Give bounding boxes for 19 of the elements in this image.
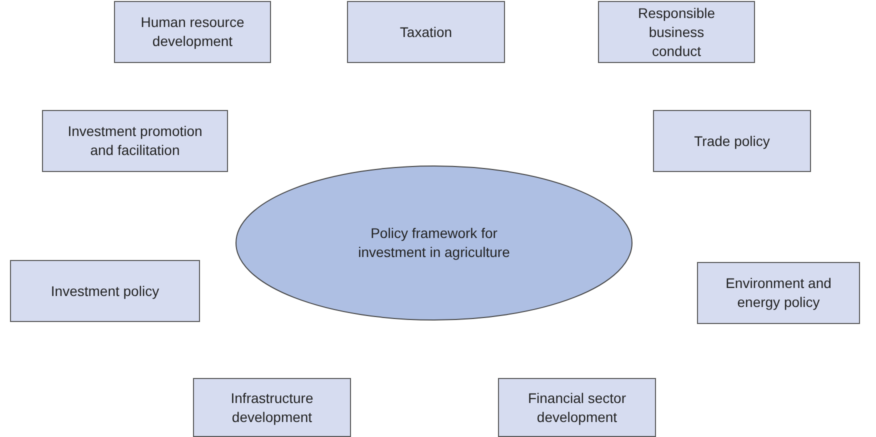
policy-box: [498, 378, 656, 437]
policy-box: [42, 110, 228, 172]
policy-label: Investment promotion and facilitation: [66, 122, 204, 160]
policy-box: [193, 378, 351, 437]
policy-box: [598, 1, 755, 63]
policy-label: Human resource development: [140, 13, 246, 51]
policy-box: [114, 1, 271, 63]
policy-label: Taxation: [398, 22, 454, 42]
policy-label: Environment and energy policy: [724, 274, 832, 312]
policy-box: [347, 1, 505, 63]
policy-box: [697, 262, 860, 324]
policy-label: Financial sector development: [526, 388, 628, 426]
policy-label: Infrastructure development: [230, 388, 314, 426]
central-label: Policy framework for investment in agriculture: [357, 224, 511, 262]
policy-box: [653, 110, 811, 172]
policy-label: Trade policy: [693, 132, 771, 150]
policy-label: Investment policy: [50, 282, 160, 300]
policy-box: [10, 260, 200, 322]
policy-label: Responsible business conduct: [636, 4, 716, 60]
